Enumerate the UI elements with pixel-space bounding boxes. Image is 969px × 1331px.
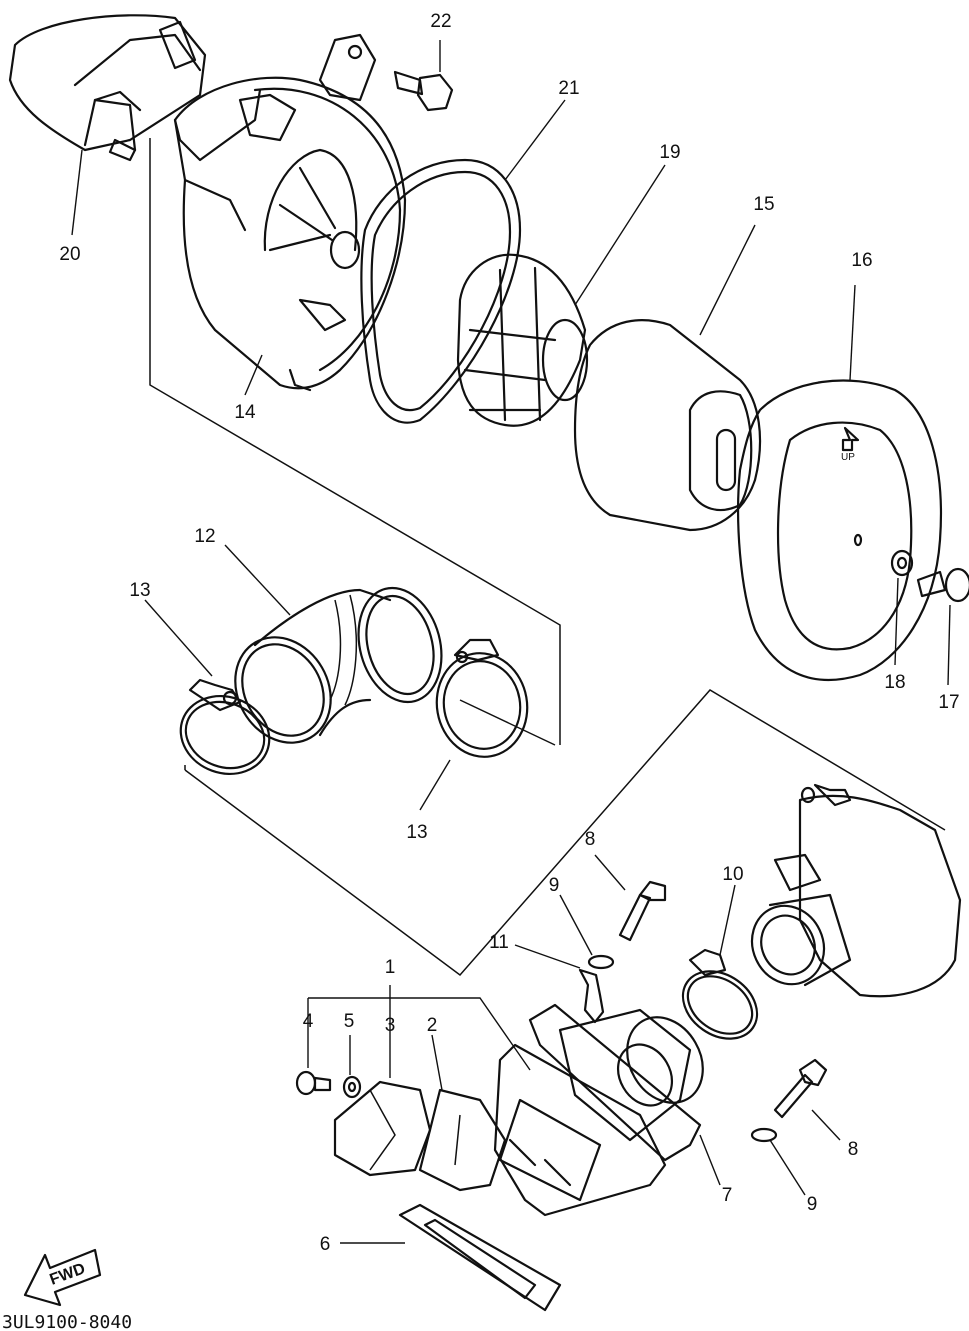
callout-13-right: 13 xyxy=(406,822,427,843)
part-17-screw xyxy=(916,567,969,603)
part-15-filter-element xyxy=(573,319,762,532)
fwd-label: FWD xyxy=(48,1260,88,1288)
up-marking: UP xyxy=(841,452,855,463)
airbox-group-bracket xyxy=(149,138,561,770)
callout-10: 10 xyxy=(722,864,743,885)
part-19-element-frame xyxy=(456,253,589,427)
part-18-washer xyxy=(890,549,914,577)
carburetor xyxy=(750,783,962,998)
callout-8-upper: 8 xyxy=(585,829,596,850)
part-22-bolt xyxy=(318,33,454,112)
callout-3: 3 xyxy=(385,1015,396,1036)
reed-valve-block xyxy=(493,1043,667,1217)
part-9-washer-lower xyxy=(750,1127,778,1143)
part-20-intake-duct xyxy=(8,14,207,162)
callout-22: 22 xyxy=(430,11,451,32)
part-9-washer-upper xyxy=(587,954,615,970)
callout-16: 16 xyxy=(851,250,872,271)
part-8-bolt-upper xyxy=(618,880,667,942)
callout-8-lower: 8 xyxy=(848,1139,859,1160)
part-10-clamp xyxy=(681,948,759,1040)
carb-group-bracket xyxy=(184,689,946,977)
callout-15: 15 xyxy=(753,194,774,215)
callout-9-lower: 9 xyxy=(807,1194,818,1215)
fwd-arrow-icon: FWD xyxy=(23,1248,102,1307)
part-6-gasket xyxy=(398,1203,562,1312)
callout-9-upper: 9 xyxy=(549,875,560,896)
callout-20: 20 xyxy=(59,244,80,265)
callout-12: 12 xyxy=(194,526,215,547)
part-12-joint-boot xyxy=(234,586,443,744)
callout-19: 19 xyxy=(659,142,680,163)
callout-4: 4 xyxy=(303,1011,314,1032)
callout-7: 7 xyxy=(722,1185,733,1206)
part-8-bolt-lower xyxy=(773,1058,828,1119)
callout-13-left: 13 xyxy=(129,580,150,601)
leader-lines xyxy=(71,40,951,1244)
part-16-cover xyxy=(737,379,943,682)
callout-18: 18 xyxy=(884,672,905,693)
part-7-intake-manifold xyxy=(528,1003,704,1162)
part-11-wire-clip xyxy=(578,968,605,1024)
callout-labels: 22 21 19 15 16 20 14 12 13 13 18 17 8 9 … xyxy=(59,11,959,1255)
callout-2: 2 xyxy=(427,1015,438,1036)
callout-5: 5 xyxy=(344,1011,355,1032)
part-3-reed-stopper xyxy=(333,1080,432,1177)
catalog-code: 3UL9100-8040 xyxy=(2,1312,132,1331)
callout-14: 14 xyxy=(234,402,256,423)
callout-6: 6 xyxy=(320,1234,331,1255)
callout-21: 21 xyxy=(558,78,579,99)
part-5-washer xyxy=(342,1075,362,1099)
callout-11: 11 xyxy=(489,932,509,953)
part-2-reed-petal xyxy=(418,1088,507,1192)
part-13-clamp-right xyxy=(435,638,529,758)
part-4-screw xyxy=(295,1070,332,1096)
callout-17: 17 xyxy=(938,692,959,713)
part-14-air-box xyxy=(173,76,407,392)
callout-1: 1 xyxy=(385,957,396,978)
part-13-clamp-left xyxy=(179,678,271,775)
